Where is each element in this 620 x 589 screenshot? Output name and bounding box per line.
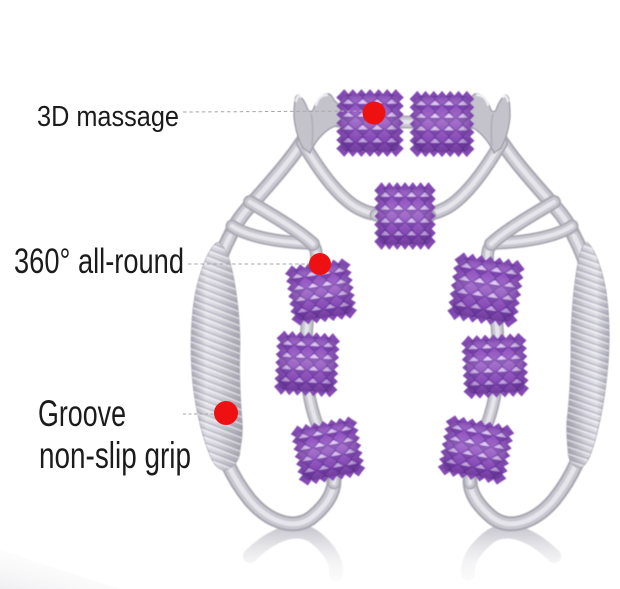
svg-text:3D massage: 3D massage	[37, 101, 179, 133]
svg-text:Groove: Groove	[38, 393, 126, 434]
svg-text:360° all-round: 360° all-round	[14, 242, 184, 281]
svg-text:non-slip grip: non-slip grip	[39, 435, 191, 476]
